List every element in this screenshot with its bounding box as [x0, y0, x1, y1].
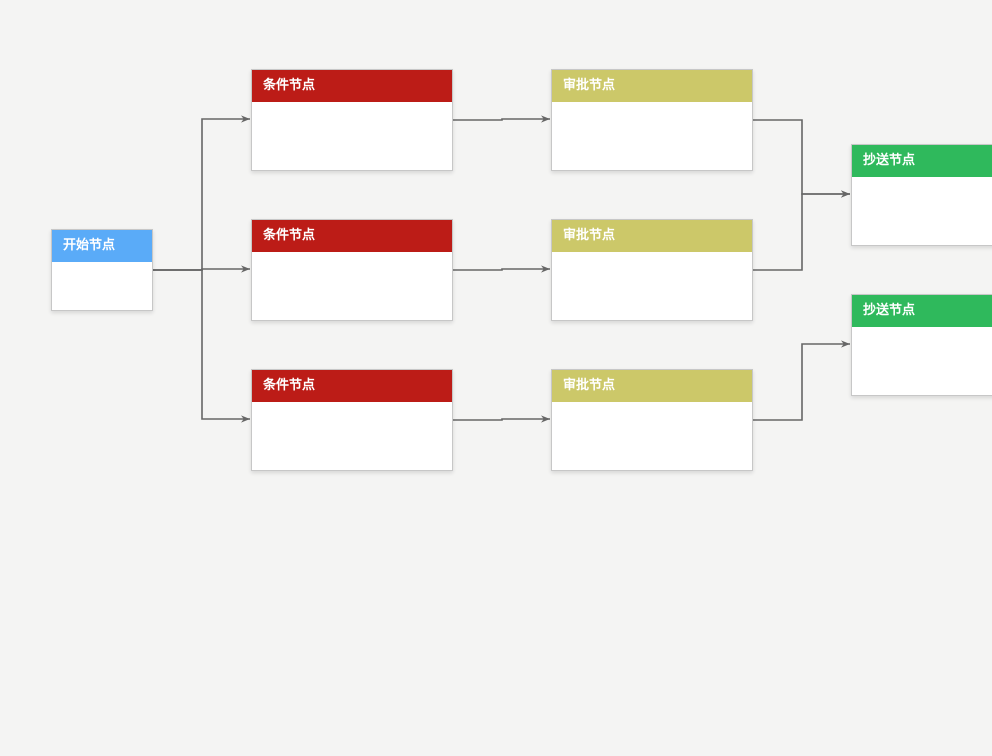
- connector-cond1-appr1: [453, 115, 550, 123]
- condition-node[interactable]: 条件节点: [251, 219, 453, 321]
- start-node[interactable]: 开始节点: [51, 229, 153, 311]
- approval-node-title: 审批节点: [552, 370, 752, 402]
- connector-start-cond3: [153, 269, 250, 423]
- condition-node-body: [252, 252, 452, 320]
- cc-node[interactable]: 抄送节点: [851, 144, 992, 246]
- approval-node-body: [552, 402, 752, 470]
- condition-node-body: [252, 402, 452, 470]
- condition-node-title: 条件节点: [252, 70, 452, 102]
- cc-node[interactable]: 抄送节点: [851, 294, 992, 396]
- connector-start-cond2: [153, 265, 250, 273]
- approval-node[interactable]: 审批节点: [551, 219, 753, 321]
- connector-appr2-cc1: [753, 190, 850, 271]
- connector-cond2-appr2: [453, 265, 550, 273]
- connector-start-cond1: [153, 115, 250, 271]
- condition-node-title: 条件节点: [252, 370, 452, 402]
- cc-node-title: 抄送节点: [852, 145, 992, 177]
- cc-node-body: [852, 327, 992, 395]
- condition-node-body: [252, 102, 452, 170]
- approval-node[interactable]: 审批节点: [551, 69, 753, 171]
- cc-node-body: [852, 177, 992, 245]
- start-node-body: [52, 262, 152, 310]
- condition-node[interactable]: 条件节点: [251, 369, 453, 471]
- condition-node-title: 条件节点: [252, 220, 452, 252]
- connector-appr3-cc2: [753, 340, 850, 421]
- connector-cond3-appr3: [453, 415, 550, 423]
- approval-node-body: [552, 252, 752, 320]
- approval-node-body: [552, 102, 752, 170]
- approval-node-title: 审批节点: [552, 70, 752, 102]
- approval-node[interactable]: 审批节点: [551, 369, 753, 471]
- connector-appr1-cc1: [753, 119, 850, 198]
- start-node-title: 开始节点: [52, 230, 152, 262]
- condition-node[interactable]: 条件节点: [251, 69, 453, 171]
- approval-node-title: 审批节点: [552, 220, 752, 252]
- cc-node-title: 抄送节点: [852, 295, 992, 327]
